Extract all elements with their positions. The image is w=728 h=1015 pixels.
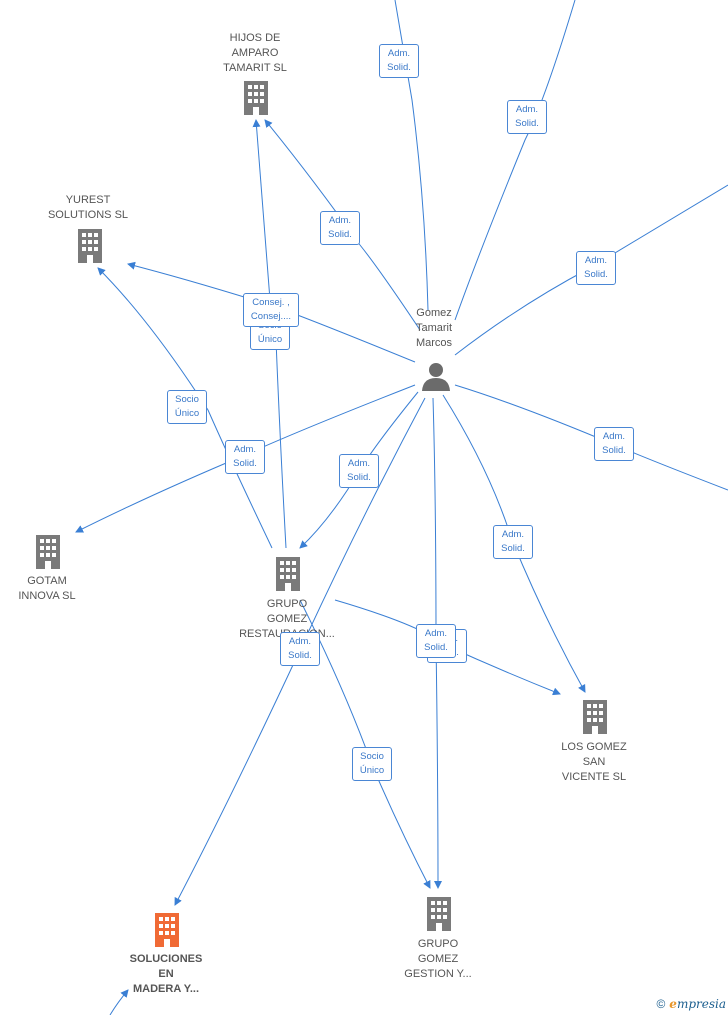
company-label-gotam[interactable]: GOTAM INNOVA SL: [18, 575, 76, 602]
building-icon[interactable]: [580, 700, 610, 739]
empresia-watermark: © empresia: [656, 997, 726, 1011]
edge-line: [454, 384, 728, 491]
company-label-los-gomez[interactable]: LOS GOMEZ SAN VICENTE SL: [561, 741, 627, 783]
edge-label[interactable]: Adm. Solid.: [320, 211, 360, 245]
building-icon[interactable]: [75, 229, 105, 268]
edge-label[interactable]: Socio Único: [352, 747, 392, 781]
edge-line: [394, 0, 429, 311]
building-icon[interactable]: [33, 535, 63, 574]
edge-label[interactable]: Adm. Solid.: [225, 440, 265, 474]
edge-line: [275, 339, 287, 549]
edge-label[interactable]: Adm. Solid.: [594, 427, 634, 461]
edge-label[interactable]: Adm. Solid.: [280, 632, 320, 666]
edge-label[interactable]: Adm. Solid.: [379, 44, 419, 78]
company-label-soluciones[interactable]: SOLUCIONES EN MADERA Y...: [129, 953, 203, 995]
edge-label[interactable]: Adm. Solid.: [576, 251, 616, 285]
building-icon[interactable]: [273, 557, 303, 596]
edge-label[interactable]: Consej. , Consej....: [243, 293, 299, 327]
edge-label[interactable]: Adm. Solid.: [416, 624, 456, 658]
person-label[interactable]: Gomez Tamarit Marcos: [415, 307, 453, 349]
edge-line: [97, 267, 273, 549]
edge-label[interactable]: Socio Único: [167, 390, 207, 424]
edge-line: [264, 119, 421, 331]
edge-label[interactable]: Adm. Solid.: [339, 454, 379, 488]
company-label-yurest[interactable]: YUREST SOLUTIONS SL: [47, 194, 129, 221]
building-icon[interactable]: [424, 897, 454, 936]
building-icon-highlighted[interactable]: [152, 913, 182, 952]
empresia-logo: empresia: [669, 997, 726, 1011]
person-icon[interactable]: [421, 361, 451, 396]
edge-line: [252, 119, 271, 301]
company-label-hijos[interactable]: HIJOS DE AMPARO TAMARIT SL: [223, 32, 287, 74]
building-icon[interactable]: [241, 81, 271, 120]
edge-line: [454, 0, 576, 321]
company-label-grupo-gestion[interactable]: GRUPO GOMEZ GESTION Y...: [404, 938, 472, 980]
copyright-symbol: ©: [656, 997, 666, 1011]
edge-label[interactable]: Adm. Solid.: [493, 525, 533, 559]
edge-label[interactable]: Adm. Solid.: [507, 100, 547, 134]
edge-line: [109, 989, 129, 1015]
